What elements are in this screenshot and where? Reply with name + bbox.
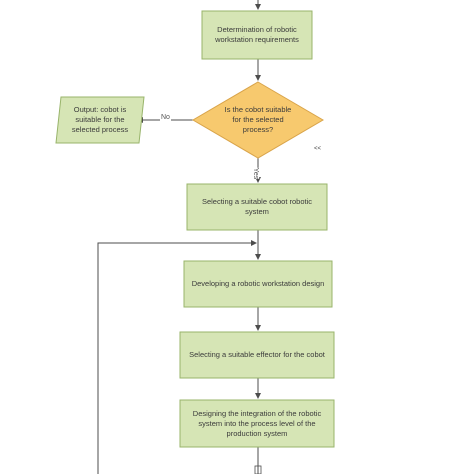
process-box-select-cobot (186, 183, 328, 231)
requirements-label: Determination of robotic workstation req… (215, 25, 299, 44)
output-label: Output: cobot is suitable for the select… (71, 105, 129, 134)
decision-label: Is the cobot suitable for the selected p… (224, 105, 292, 134)
cut-line-mark (254, 465, 262, 474)
side-marker: << (314, 146, 322, 152)
process-box-requirements (201, 10, 313, 60)
design-label: Developing a robotic workstation design (191, 279, 325, 288)
effector-label: Selecting a suitable effector for the co… (189, 350, 325, 359)
edge-label-no: No (160, 114, 171, 121)
feedback-loop-connector (97, 240, 257, 474)
process-box-effector (179, 331, 335, 379)
process-box-design (183, 260, 333, 308)
select-cobot-label: Selecting a suitable cobot robotic syste… (201, 197, 313, 216)
integration-label: Designing the integration of the robotic… (192, 408, 322, 438)
process-box-integration (179, 399, 335, 448)
decision-diamond (192, 81, 324, 159)
edge-label-yes: Yes (252, 167, 260, 180)
output-parallelogram (55, 96, 145, 144)
